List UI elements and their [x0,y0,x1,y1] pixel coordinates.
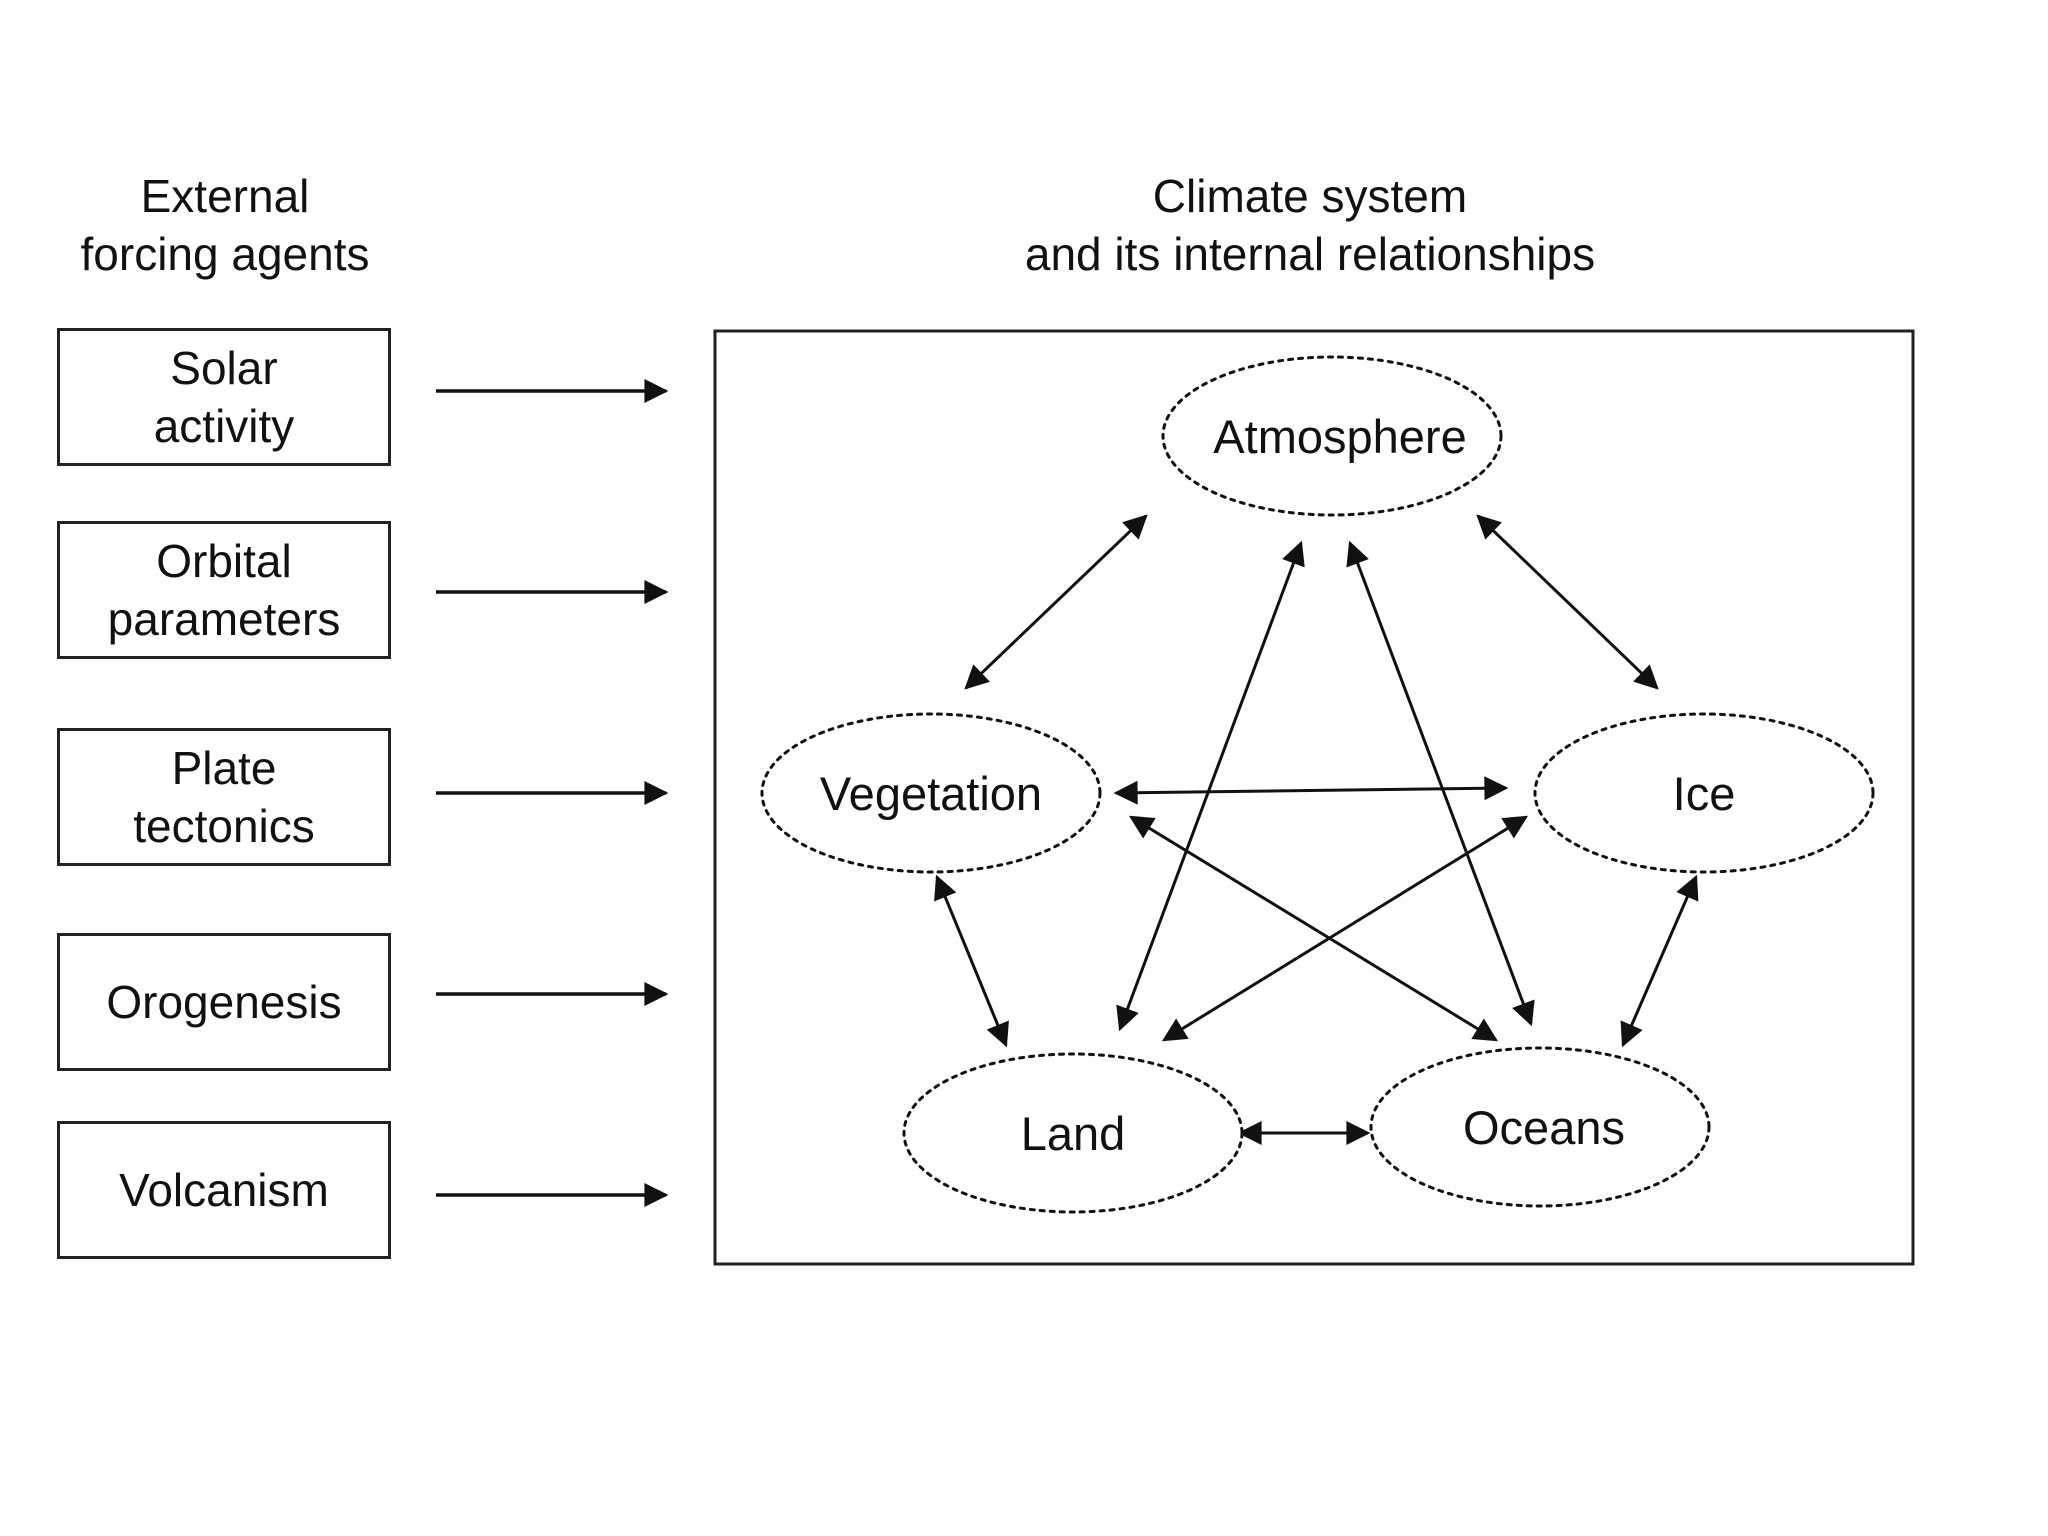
atmosphere-label: Atmosphere [1213,410,1466,463]
arrow-ice-land [1161,815,1529,1042]
node-vegetation: Vegetation [760,712,1102,874]
land-ellipse [902,1052,1244,1214]
arrow-atmosphere-land [1116,540,1305,1032]
climate-system-heading: Climate system and its internal relation… [1024,170,1596,280]
forcing-box-orogenesis: Orogenesis [57,933,391,1071]
relationship-arrows [934,514,1699,1145]
vegetation-label: Vegetation [820,767,1042,820]
arrow-vegetation-ice [1113,776,1509,805]
arrow-ice-oceans [1620,874,1699,1048]
oceans-ellipse [1369,1046,1711,1208]
arrow-atmosphere-ice [1476,514,1659,690]
climate-system-frame [713,329,1915,1266]
land-label: Land [1021,1107,1126,1160]
vegetation-ellipse [760,712,1102,874]
arrow-atmosphere-vegetation [964,514,1148,690]
forcing-box-volcanism: Volcanism [57,1121,391,1259]
node-ice: Ice [1533,712,1875,874]
atmosphere-ellipse [1161,355,1503,517]
oceans-label: Oceans [1463,1101,1625,1154]
node-land: Land [902,1052,1244,1214]
arrow-vegetation-oceans [1128,815,1499,1042]
node-oceans: Oceans [1369,1046,1711,1208]
ice-ellipse [1533,712,1875,874]
ice-label: Ice [1673,767,1736,820]
forcing-box-orbital-parameters: Orbital parameters [57,521,391,659]
arrow-vegetation-land [934,874,1009,1048]
node-atmosphere: Atmosphere [1161,355,1503,517]
forcing-box-plate-tectonics: Plate tectonics [57,728,391,866]
arrow-atmosphere-oceans [1346,540,1535,1027]
external-forcing-heading: External forcing agents [80,170,370,280]
forcing-box-solar-activity: Solar activity [57,328,391,466]
